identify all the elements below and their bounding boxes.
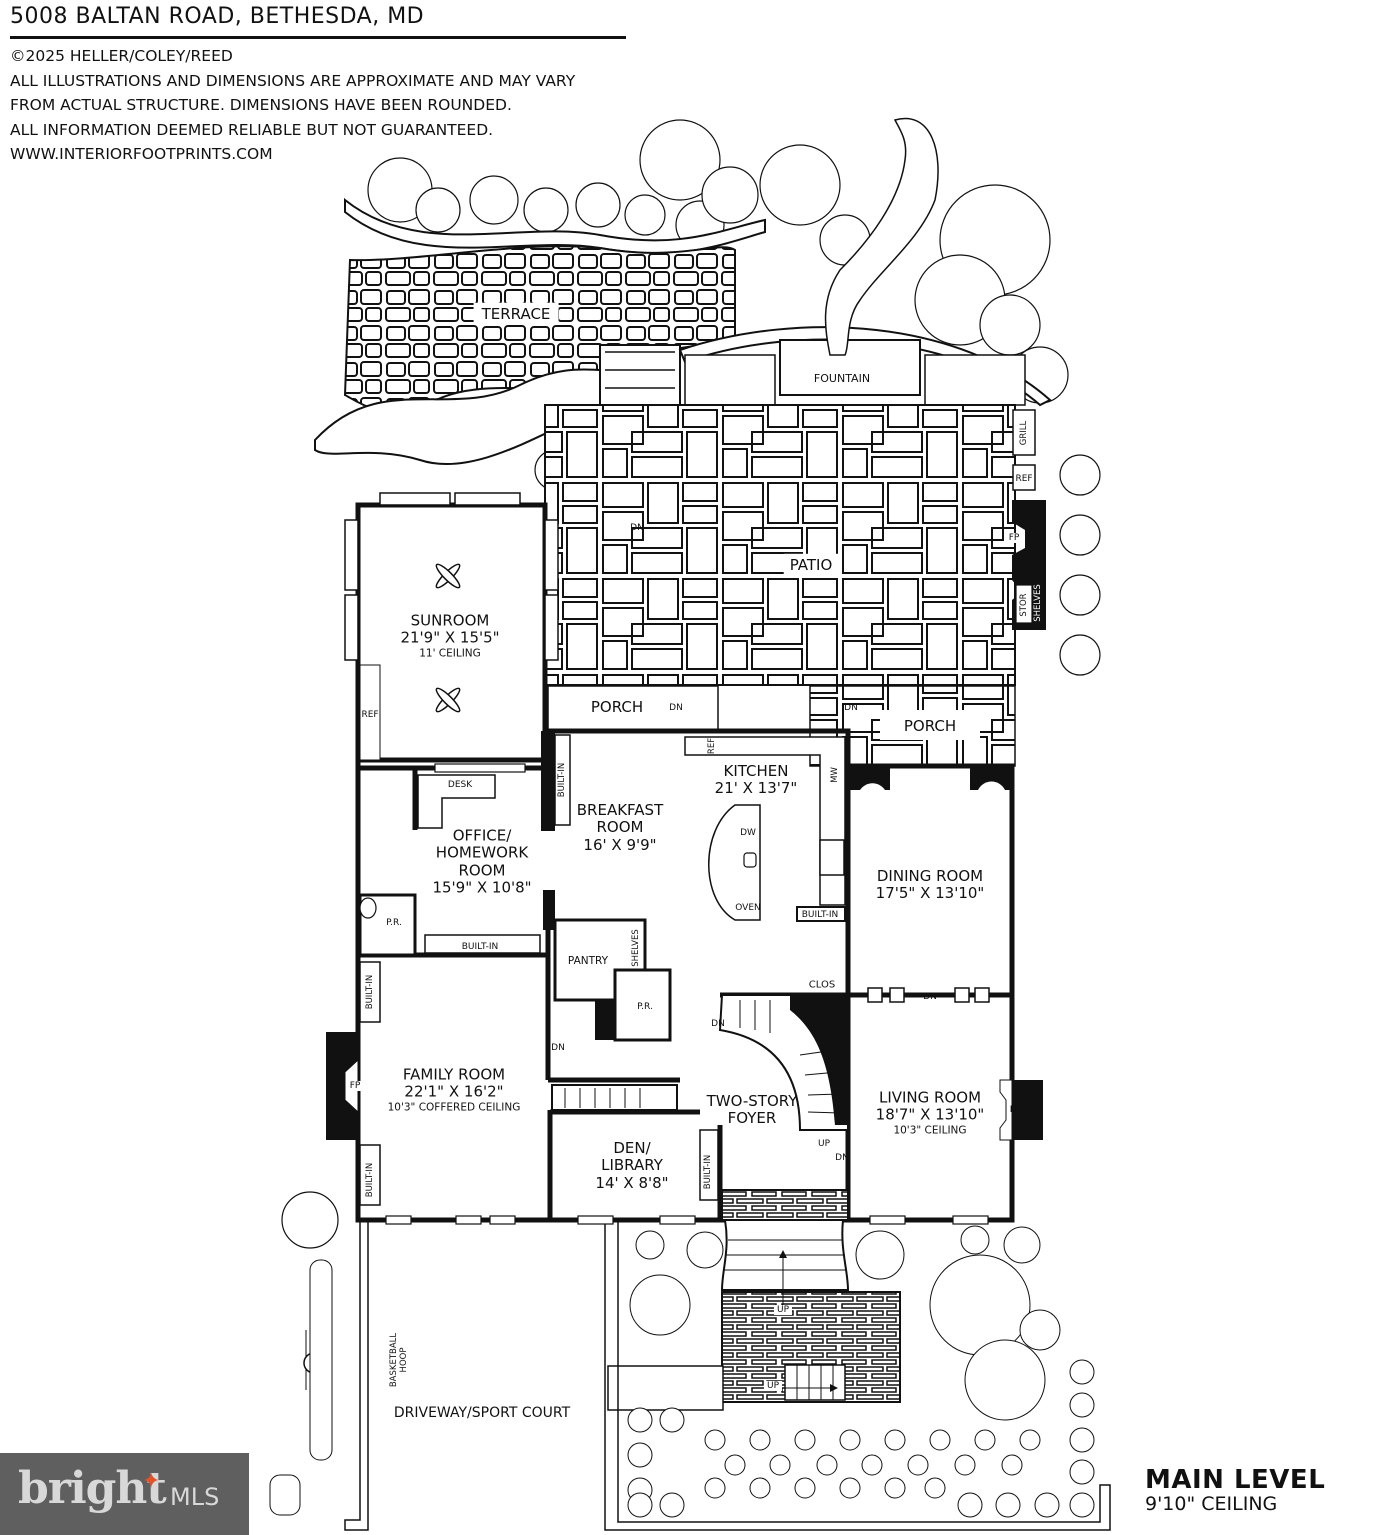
header: 5008 BALTAN ROAD, BETHESDA, MD — [10, 4, 424, 35]
terrace-label: TERRACE — [473, 302, 559, 326]
patio-fp-label: FP — [1006, 533, 1022, 543]
microwave-label: MW — [830, 767, 840, 783]
builtin-den-label: BUILT-IN — [703, 1154, 713, 1190]
kitchen-counter — [684, 736, 846, 906]
patio-area — [544, 404, 1016, 686]
closet-label: CLOS — [808, 979, 836, 991]
porch-right-label: PORCH — [903, 716, 957, 735]
living-fp-label: FP — [1009, 1105, 1021, 1115]
family-room-fireplace — [326, 1032, 358, 1140]
powder-room-2-label: P.R. — [637, 1002, 653, 1012]
kitchen-ref-label: REF — [707, 737, 717, 755]
porch-left-dn-label: DN — [669, 703, 683, 713]
website: WWW.INTERIORFOOTPRINTS.COM — [10, 145, 273, 163]
walk-up-label-1: UP — [773, 1305, 793, 1315]
builtin-office-label: BUILT-IN — [461, 942, 499, 952]
sunroom-ref-label: REF — [361, 710, 379, 720]
front-stoop — [721, 1189, 849, 1221]
cooktop — [819, 839, 845, 876]
grill — [1012, 409, 1036, 456]
living-room-fireplace — [1012, 1080, 1043, 1140]
room-foyer: TWO-STORY FOYER — [706, 1091, 798, 1127]
driveway-label: DRIVEWAY/SPORT COURT — [393, 1404, 571, 1421]
stor-label: STOR — [1019, 593, 1029, 617]
level-ceiling: 9'10" CEILING — [1145, 1493, 1278, 1515]
builtin-family-bottom-label: BUILT-IN — [365, 1162, 375, 1198]
builtin-family-top-label: BUILT-IN — [365, 974, 375, 1010]
patio-stairs-dn-label: DN — [630, 523, 644, 533]
powder-room-2 — [613, 968, 672, 1042]
living-dn-label: DN — [923, 992, 937, 1002]
porch-left-label: PORCH — [586, 697, 648, 717]
stair-dn-label: DN — [711, 1019, 725, 1029]
builtin-breakfast-label: BUILT-IN — [557, 762, 567, 798]
pantry-shelves-label: SHELVES — [631, 929, 641, 967]
basketball-label-2: HOOP — [399, 1347, 409, 1373]
grill-label: GRILL — [1019, 420, 1029, 446]
level-name: MAIN LEVEL — [1145, 1465, 1326, 1495]
family-fp-label: FP — [347, 1081, 363, 1091]
copyright: ©2025 HELLER/COLEY/REED — [10, 47, 233, 65]
family-dn-label: DN — [551, 1043, 565, 1053]
basketball-label-1: BASKETBALL — [389, 1332, 399, 1388]
kitchen-island — [708, 804, 761, 921]
tree-icons — [281, 119, 1101, 1249]
header-notes: ©2025 HELLER/COLEY/REED ALL ILLUSTRATION… — [10, 44, 575, 167]
walk-up-label-2: UP — [763, 1381, 783, 1391]
driveway-border — [344, 1222, 369, 1531]
disclaimer-line-3: ALL INFORMATION DEEMED RELIABLE BUT NOT … — [10, 120, 494, 139]
bright-mls-logo: bright ✦ MLS — [0, 1453, 249, 1535]
powder-room-1-label: P.R. — [386, 918, 402, 928]
disclaimer-line-2: FROM ACTUAL STRUCTURE. DIMENSIONS HAVE B… — [10, 96, 512, 114]
room-breakfast: BREAKFAST ROOM 16' X 9'9" — [576, 801, 664, 854]
header-divider — [10, 36, 626, 39]
room-sunroom: SUNROOM 21'9" X 15'5" 11' CEILING — [400, 611, 500, 660]
property-address: 5008 BALTAN ROAD, BETHESDA, MD — [10, 4, 425, 29]
shrub-icons — [627, 1225, 1095, 1518]
desk — [417, 774, 496, 829]
star-icon: ✦ — [142, 1469, 161, 1494]
outdoor-shelves-label: SHELVES — [1033, 584, 1043, 622]
room-dining: DINING ROOM 17'5" X 13'10" — [875, 866, 985, 902]
patio-label: PATIO — [783, 553, 839, 577]
fountain — [779, 339, 921, 396]
patio-ref-label: REF — [1015, 474, 1033, 484]
ceiling-fan-icons — [435, 563, 461, 713]
room-living: LIVING ROOM 18'7" X 13'10" 10'3" CEILING — [875, 1088, 985, 1137]
stair-up-label: UP — [817, 1139, 831, 1149]
porch-right-dn-label: DN — [844, 703, 858, 713]
desk-label: DESK — [447, 780, 473, 790]
level-label: MAIN LEVEL 9'10" CEILING — [1145, 1465, 1325, 1515]
pantry-label: PANTRY — [567, 955, 609, 967]
house-exterior-walls — [355, 728, 1015, 1223]
dishwasher-label: DW — [740, 828, 756, 838]
builtin-kitchen-label: BUILT-IN — [801, 910, 839, 920]
fountain-label: FOUNTAIN — [813, 371, 871, 385]
room-den: DEN/ LIBRARY 14' X 8'8" — [595, 1139, 669, 1192]
room-office: OFFICE/ HOMEWORK ROOM 15'9" X 10'8" — [432, 826, 532, 897]
disclaimer-line-1: ALL ILLUSTRATIONS AND DIMENSIONS ARE APP… — [10, 71, 576, 90]
foyer-dn-label: DN — [835, 1153, 849, 1163]
room-family: FAMILY ROOM 22'1" X 16'2" 10'3" COFFERED… — [387, 1065, 521, 1114]
oven-label: OVEN — [735, 903, 761, 913]
room-kitchen: KITCHEN 21' X 13'7" — [714, 761, 798, 797]
